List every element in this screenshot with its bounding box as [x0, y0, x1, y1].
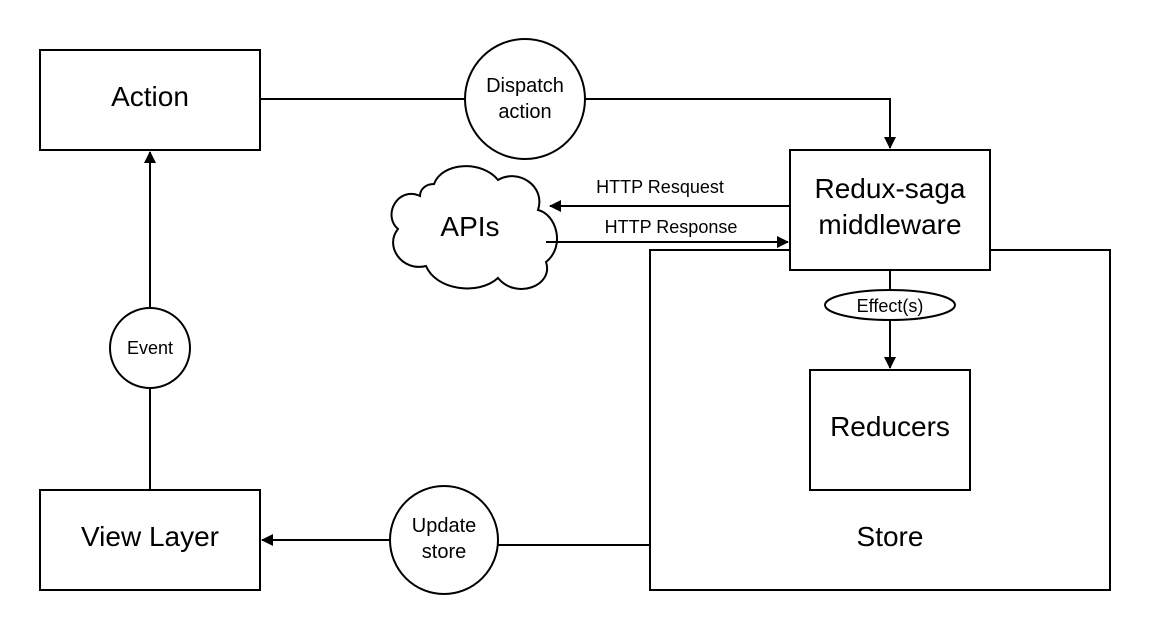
update-store-circle — [389, 485, 499, 595]
middleware-label-line2: middleware — [818, 209, 961, 240]
apis-cloud-shape — [390, 165, 558, 290]
event-circle — [109, 307, 191, 389]
effects-label: Effect(s) — [857, 296, 924, 316]
update-label-line2: store — [422, 541, 466, 563]
effects-ellipse — [824, 289, 956, 321]
http-request-label: HTTP Resquest — [596, 177, 724, 197]
http-response-label: HTTP Response — [605, 217, 738, 237]
action-box — [39, 49, 261, 151]
dispatch-label-line1: Dispatch — [486, 75, 564, 97]
event-label: Event — [127, 338, 173, 358]
dispatch-to-middleware-arrow — [585, 98, 896, 149]
action-label: Action — [111, 81, 189, 112]
middleware-label-line1: Redux-saga — [815, 173, 966, 204]
view-layer-label: View Layer — [81, 521, 219, 552]
reducers-box — [809, 369, 971, 491]
update-label-line1: Update — [412, 515, 477, 537]
apis-label: APIs — [440, 211, 499, 242]
dispatch-action-circle — [464, 38, 586, 160]
dispatch-label-line2: action — [498, 101, 551, 123]
middleware-box — [789, 149, 991, 271]
reducers-label: Reducers — [830, 411, 950, 442]
store-label: Store — [857, 521, 924, 552]
